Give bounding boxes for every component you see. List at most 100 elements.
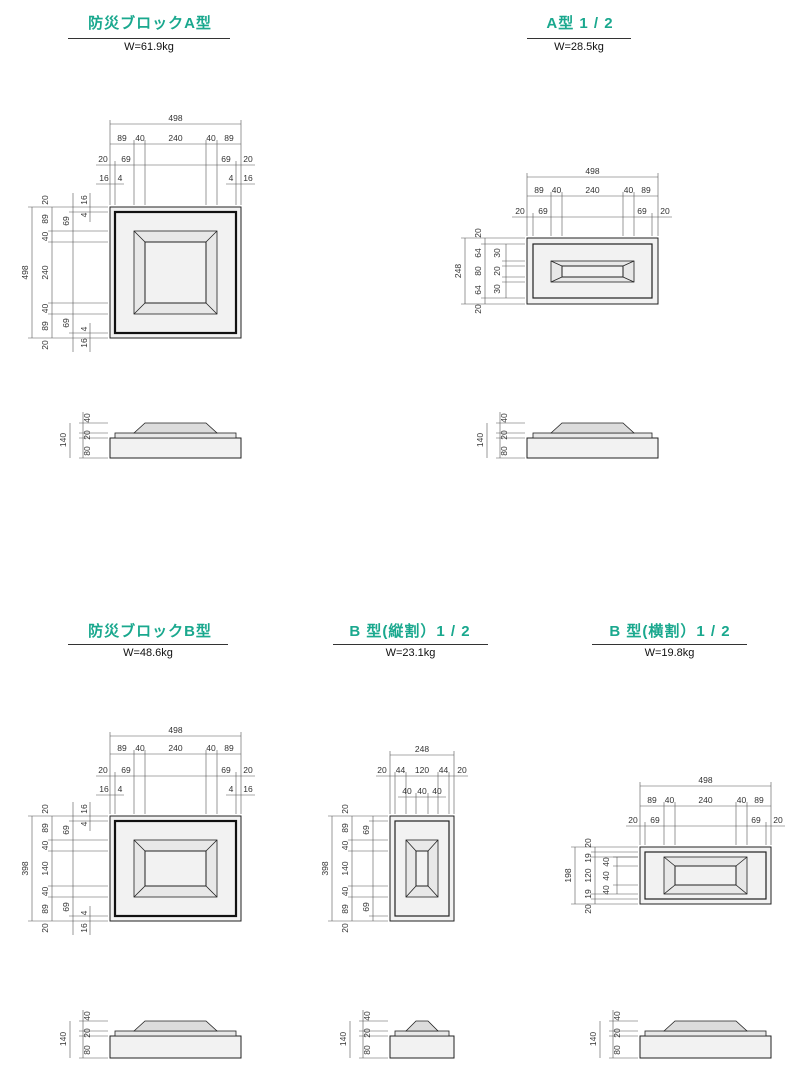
dim-label: 240: [698, 795, 712, 805]
dim-label: 69: [121, 765, 131, 775]
plan-block-b: [109, 815, 242, 922]
dim-label: 20: [628, 815, 638, 825]
plan-a-top-edge: [113, 210, 238, 335]
dim-label: 4: [229, 784, 234, 794]
dim-label: 4: [229, 173, 234, 183]
dim-label: 398: [320, 861, 330, 875]
dim-label: 30: [492, 248, 502, 258]
dim-label: 89: [40, 823, 50, 833]
dim-label: 16: [243, 173, 253, 183]
section-block-a-half: [526, 422, 659, 459]
dim-label: 80: [473, 266, 483, 276]
dim-label: 19: [583, 853, 593, 863]
dim-label: 20: [40, 923, 50, 933]
title-block-a: 防災ブロックA型: [88, 15, 212, 32]
dim-label: 40: [601, 857, 611, 867]
dim-label: 89: [754, 795, 764, 805]
title-rule-a: [68, 38, 230, 39]
dim-label: 89: [40, 214, 50, 224]
dim-label: 120: [415, 765, 429, 775]
dim-label: 69: [650, 815, 660, 825]
dim-label: 498: [585, 166, 599, 176]
dim-label: 80: [612, 1045, 622, 1055]
dim-label: 16: [79, 338, 89, 348]
dim-label: 240: [40, 265, 50, 279]
dim-label: 20: [98, 765, 108, 775]
dim-label: 20: [473, 304, 483, 314]
dim-label: 89: [647, 795, 657, 805]
dim-label: 398: [20, 861, 30, 875]
dim-label: 120: [583, 868, 593, 882]
dim-label: 40: [40, 887, 50, 897]
dim-label: 40: [499, 413, 509, 423]
dim-label: 20: [340, 804, 350, 814]
weight-block-b: W=48.6kg: [123, 647, 173, 659]
dim-label: 40: [624, 185, 634, 195]
dim-label: 20: [457, 765, 467, 775]
dim-label: 20: [660, 206, 670, 216]
dim-label: 240: [168, 743, 182, 753]
dim-label: 4: [79, 326, 89, 331]
weight-block-b-horizontal-half: W=19.8kg: [644, 647, 695, 659]
title-block-b-vertical-half: B 型(縦割）1 / 2: [349, 623, 471, 640]
dim-label: 80: [362, 1045, 372, 1055]
dim-label: 140: [475, 433, 485, 447]
dim-label: 40: [206, 743, 216, 753]
section-block-b-horizontal-half: [639, 1020, 772, 1059]
dim-label: 4: [118, 784, 123, 794]
dim-label: 20: [40, 804, 50, 814]
dim-label: 20: [583, 904, 593, 914]
dim-label: 40: [402, 786, 412, 796]
dim-label: 16: [99, 173, 109, 183]
dim-label: 498: [698, 775, 712, 785]
dim-label: 248: [415, 744, 429, 754]
title-block-b-horizontal-half: B 型(横割）1 / 2: [609, 623, 731, 640]
dim-label: 20: [362, 1028, 372, 1038]
dim-label: 40: [665, 795, 675, 805]
section-block-b: [109, 1020, 242, 1059]
title-rule-b: [68, 644, 228, 645]
dim-label: 80: [82, 446, 92, 456]
dim-label: 69: [61, 216, 71, 226]
dim-label: 89: [117, 133, 127, 143]
dim-label: 89: [534, 185, 544, 195]
dim-label: 19: [583, 889, 593, 899]
dim-label: 64: [473, 285, 483, 295]
dim-label: 89: [40, 904, 50, 914]
dim-label: 40: [362, 1011, 372, 1021]
weight-block-a-half: W=28.5kg: [554, 41, 604, 53]
dim-label: 40: [40, 232, 50, 242]
dim-label: 40: [417, 786, 427, 796]
dim-label: 40: [82, 413, 92, 423]
dim-label: 69: [361, 902, 371, 912]
dim-label: 20: [473, 228, 483, 238]
dim-label: 20: [492, 266, 502, 276]
dim-label: 16: [99, 784, 109, 794]
dim-label: 240: [168, 133, 182, 143]
dim-label: 140: [58, 433, 68, 447]
dim-label: 4: [79, 910, 89, 915]
dim-label: 40: [82, 1011, 92, 1021]
dim-label: 69: [121, 154, 131, 164]
dim-label: 80: [82, 1045, 92, 1055]
dim-label: 40: [135, 743, 145, 753]
title-rule-a-half: [527, 38, 631, 39]
dim-label: 40: [552, 185, 562, 195]
dim-label: 198: [563, 868, 573, 882]
dim-label: 69: [61, 825, 71, 835]
dim-label: 16: [243, 784, 253, 794]
dim-label: 20: [40, 195, 50, 205]
dim-label: 240: [585, 185, 599, 195]
dim-label: 40: [340, 841, 350, 851]
dim-label: 140: [338, 1032, 348, 1046]
dim-label: 89: [340, 823, 350, 833]
plan-a-top: [144, 241, 207, 304]
dim-label: 16: [79, 923, 89, 933]
plan-block-a: [109, 206, 242, 339]
dim-label: 89: [40, 321, 50, 331]
section-block-a: [109, 422, 242, 459]
dim-label: 20: [243, 154, 253, 164]
dim-label: 20: [82, 1028, 92, 1038]
dim-label: 40: [340, 887, 350, 897]
dim-label: 40: [40, 304, 50, 314]
